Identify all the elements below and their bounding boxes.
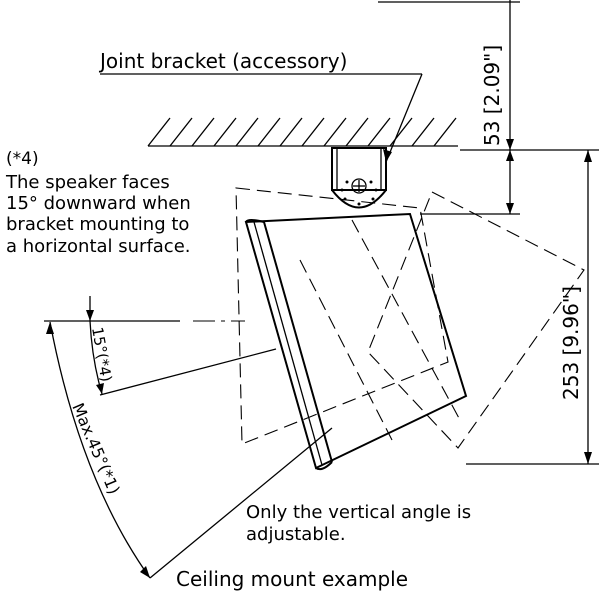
angle-45-text: Max.45°(*1) (68, 400, 123, 497)
dimension-253: 253 [9.96"] (466, 150, 599, 465)
dimension-53: 53 [2.09"] (420, 0, 599, 215)
dim-53-text: 53 [2.09"] (480, 45, 504, 146)
caption: Ceiling mount example (176, 567, 408, 591)
note-4: (*4) The speaker faces 15° downward when… (5, 149, 191, 257)
joint-bracket (331, 147, 387, 209)
angle-15-text: 15°(*4) (88, 326, 115, 384)
alternate-positions (235, 187, 585, 449)
joint-bracket-label: Joint bracket (accessory) (98, 49, 347, 73)
note-mark: (*4) (6, 149, 39, 169)
angle-45-line (149, 427, 333, 579)
note-line-3: bracket mounting to (6, 214, 189, 235)
dim-253-text: 253 [9.96"] (559, 286, 583, 400)
bracket-leader (385, 73, 423, 163)
ceiling-surface (147, 117, 458, 147)
vertical-note-line-2: adjustable. (246, 524, 346, 545)
note-line-4: a horizontal surface. (6, 236, 191, 257)
note-line-1: The speaker faces (5, 172, 170, 193)
angle-15-line (99, 348, 277, 396)
note-line-2: 15° downward when (6, 193, 191, 214)
angle-15-dimension: 15°(*4) (86, 296, 115, 395)
vertical-note-line-1: Only the vertical angle is (246, 502, 471, 523)
speaker-body (244, 212, 468, 471)
